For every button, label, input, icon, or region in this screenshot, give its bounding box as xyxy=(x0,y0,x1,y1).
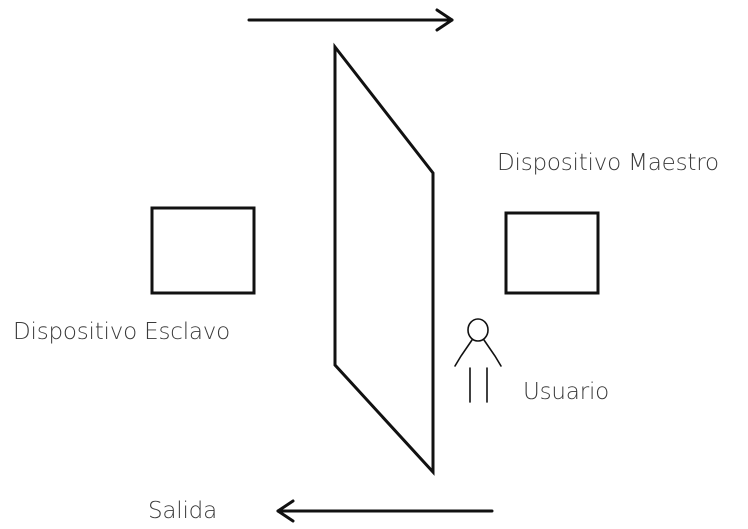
slave-device-label: Dispositivo Esclavo xyxy=(13,319,231,345)
master-device-box xyxy=(504,211,600,295)
user-label: Usuario xyxy=(523,379,610,405)
bottom-arrow-left-icon xyxy=(276,499,494,523)
panel-parallelogram xyxy=(333,42,435,476)
user-figure-icon xyxy=(454,318,502,403)
slave-device-box xyxy=(150,206,256,295)
top-arrow-right-icon xyxy=(247,8,454,32)
master-device-label: Dispositivo Maestro xyxy=(497,150,719,176)
exit-label: Salida xyxy=(148,498,217,524)
